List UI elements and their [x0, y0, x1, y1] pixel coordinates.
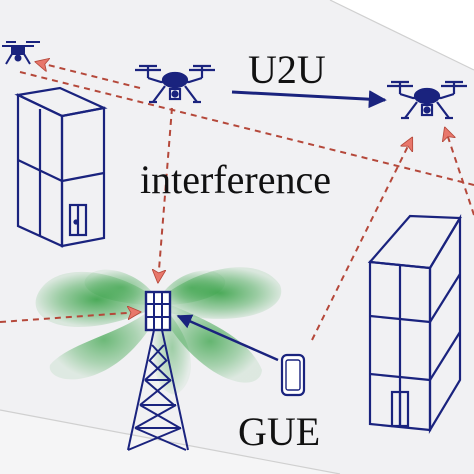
link-gue-to-uav-right — [311, 138, 412, 341]
building-icon — [14, 86, 108, 248]
link-building-right-to-uav-right — [445, 128, 474, 216]
uav-icon — [135, 64, 215, 104]
gue-uplink-arrow — [176, 314, 279, 362]
uav-icon — [387, 80, 467, 120]
link-uav-left-to-right — [19, 71, 474, 186]
link-uav-center-to-base-station — [158, 107, 173, 282]
interference-label: interference — [140, 157, 331, 202]
uav-icon — [2, 41, 40, 65]
building-icon — [367, 214, 462, 434]
link-left-edge-to-base-station — [0, 312, 140, 323]
u2u-label: U2U — [248, 47, 326, 92]
interference-links — [0, 62, 474, 341]
gue-label: GUE — [238, 409, 321, 454]
phone-icon — [280, 353, 306, 397]
base-station-icon — [127, 290, 189, 451]
u2u-link-arrow — [231, 90, 387, 109]
link-uav-center-to-uav-left — [36, 62, 141, 89]
